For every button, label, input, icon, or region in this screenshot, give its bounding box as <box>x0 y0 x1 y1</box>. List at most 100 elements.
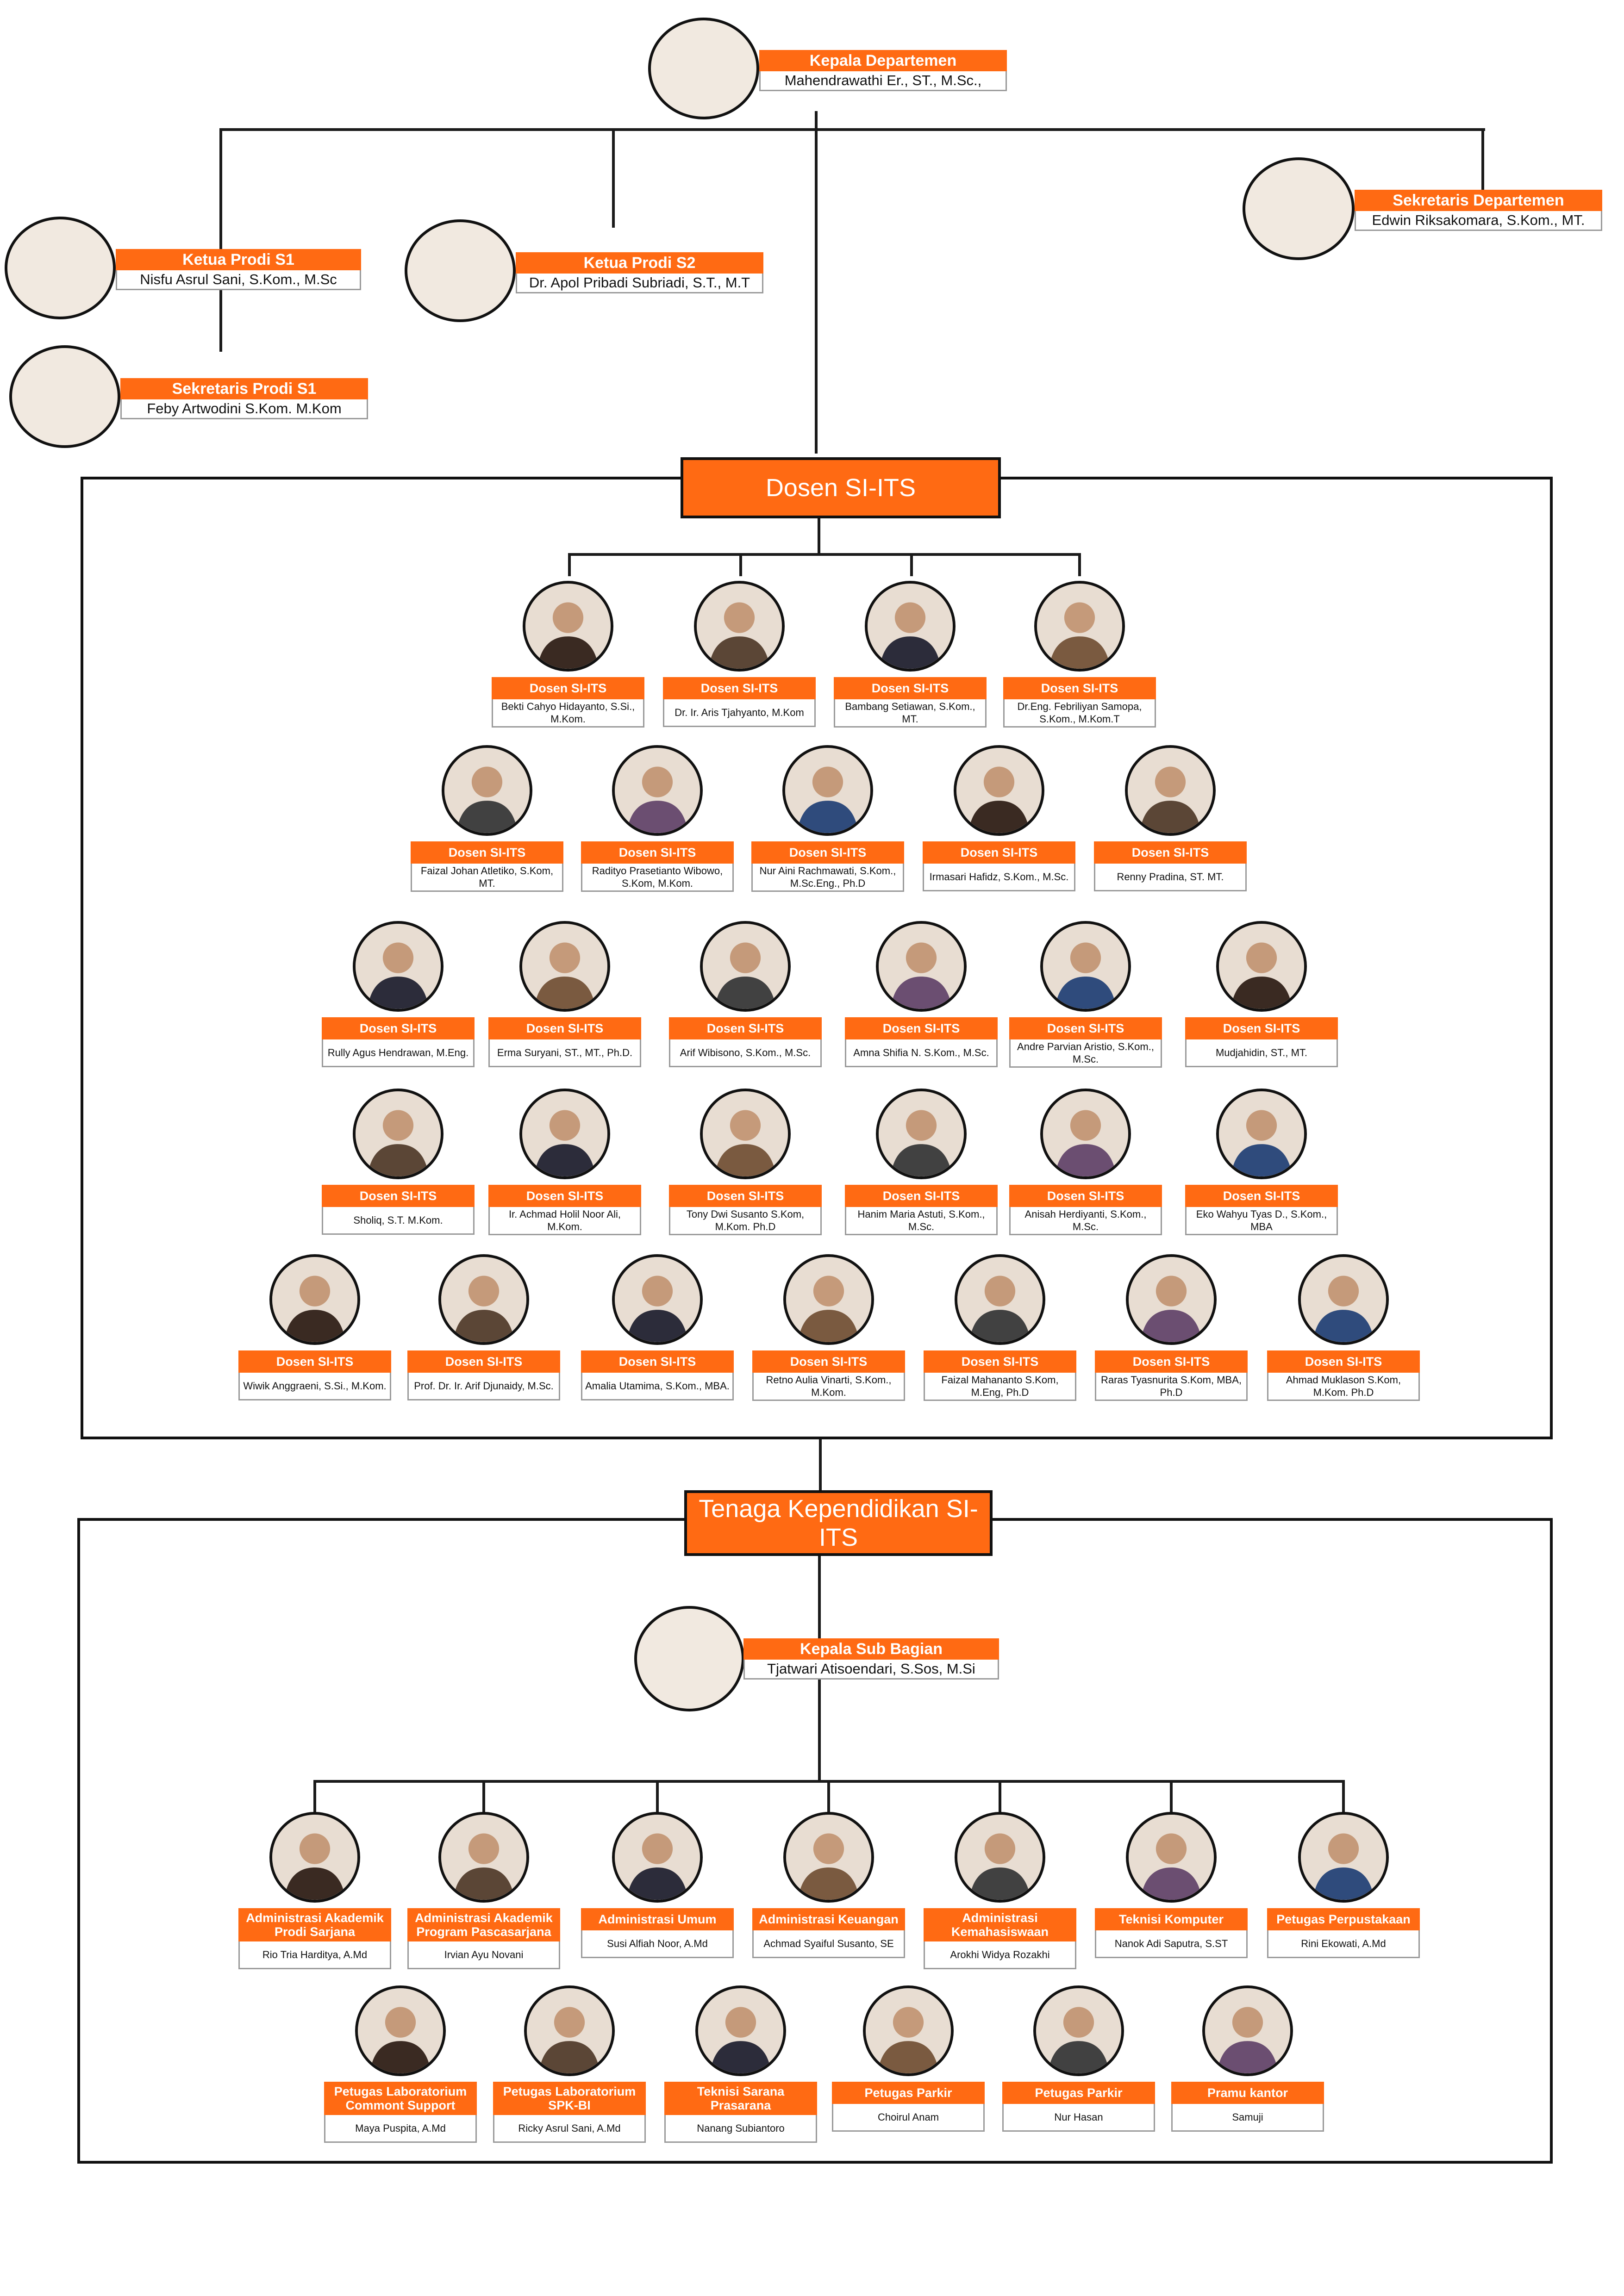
sub-head-name: Tjatwari Atisoendari, S.Sos, M.Si <box>743 1660 999 1680</box>
lecturer-section-title: Dosen SI-ITS <box>681 457 1001 518</box>
lecturer-photo <box>954 745 1044 836</box>
person-icon <box>1129 1815 1214 1900</box>
person-icon <box>1128 748 1213 833</box>
staff-role: Petugas Parkir <box>832 2082 985 2104</box>
connector-line <box>819 1439 822 1491</box>
lecturer-role: Dosen SI-ITS <box>1185 1017 1338 1039</box>
lecturer-photo <box>694 581 785 672</box>
connector-line <box>568 553 1081 556</box>
lecturer-photo <box>955 1254 1045 1345</box>
s1-head-label: Ketua Prodi S1 Nisfu Asrul Sani, S.Kom.,… <box>116 249 361 290</box>
lecturer-photo <box>269 1254 360 1345</box>
connector-line <box>739 553 742 576</box>
person-icon <box>786 1257 871 1342</box>
connector-line <box>999 1780 1001 1812</box>
lecturer-photo <box>353 1089 443 1179</box>
person-icon <box>615 1257 700 1342</box>
s1-secretary-photo <box>9 345 120 448</box>
lecturer-name: Amna Shifia N. S.Kom., M.Sc. <box>845 1039 998 1067</box>
staff-role: Petugas Laboratorium SPK-BI <box>493 2082 646 2115</box>
secretary-name: Edwin Riksakomara, S.Kom., MT. <box>1355 211 1602 231</box>
person-icon <box>698 1988 783 2073</box>
staff-photo <box>1298 1812 1389 1903</box>
lecturer-name: Faizal Johan Atletiko, S.Kom, MT. <box>411 864 563 892</box>
staff-photo <box>1126 1812 1217 1903</box>
connector-line <box>219 128 1485 131</box>
lecturer-role: Dosen SI-ITS <box>1003 677 1156 699</box>
lecturer-photo <box>1040 1089 1131 1179</box>
person-icon <box>615 748 700 833</box>
staff-role: Administrasi Umum <box>581 1908 734 1930</box>
staff-role: Petugas Laboratorium Commont Support <box>324 2082 477 2115</box>
lecturer-name: Raras Tyasnurita S.Kom, MBA, Ph.D <box>1095 1373 1248 1401</box>
staff-role: Teknisi Sarana Prasarana <box>664 2082 817 2115</box>
lecturer-name: Hanim Maria Astuti, S.Kom., M.Sc. <box>845 1207 998 1235</box>
connector-line <box>910 553 913 576</box>
connector-line <box>1481 128 1484 193</box>
staff-role: Petugas Perpustakaan <box>1267 1908 1420 1930</box>
person-icon <box>957 1257 1043 1342</box>
sub-head-role: Kepala Sub Bagian <box>743 1638 999 1660</box>
person-icon <box>697 584 782 669</box>
secretary-role: Sekretaris Departemen <box>1355 190 1602 211</box>
lecturer-photo <box>783 1254 874 1345</box>
person-icon <box>527 1988 612 2073</box>
lecturer-role: Dosen SI-ITS <box>845 1185 998 1207</box>
lecturer-role: Dosen SI-ITS <box>924 1350 1076 1373</box>
lecturer-role: Dosen SI-ITS <box>238 1350 391 1373</box>
secretary-photo <box>1243 157 1355 260</box>
lecturer-photo <box>1040 921 1131 1012</box>
lecturer-photo <box>876 1089 967 1179</box>
lecturer-photo <box>353 921 443 1012</box>
staff-role: Administrasi Akademik Program Pascasarja… <box>407 1908 560 1941</box>
person-icon <box>1043 1091 1128 1176</box>
person-icon <box>441 1257 526 1342</box>
lecturer-role: Dosen SI-ITS <box>322 1017 475 1039</box>
staff-photo <box>269 1812 360 1903</box>
s1-secretary-label: Sekretaris Prodi S1 Feby Artwodini S.Kom… <box>120 378 368 419</box>
lecturer-role: Dosen SI-ITS <box>1095 1350 1248 1373</box>
staff-name: Rini Ekowati, A.Md <box>1267 1930 1420 1958</box>
person-icon <box>1043 924 1128 1009</box>
staff-photo <box>783 1812 874 1903</box>
lecturer-role: Dosen SI-ITS <box>669 1017 822 1039</box>
head-photo <box>648 18 759 119</box>
lecturer-name: Retno Aulia Vinarti, S.Kom., M.Kom. <box>752 1373 905 1401</box>
person-icon <box>441 1815 526 1900</box>
lecturer-role: Dosen SI-ITS <box>1094 841 1247 864</box>
lecturer-photo <box>1126 1254 1217 1345</box>
lecturer-role: Dosen SI-ITS <box>581 1350 734 1373</box>
staff-name: Nur Hasan <box>1002 2104 1155 2132</box>
person-icon <box>522 1091 607 1176</box>
lecturer-photo <box>519 1089 610 1179</box>
lecturer-photo <box>1216 921 1307 1012</box>
sub-head-photo <box>634 1606 744 1711</box>
person-icon <box>272 1257 357 1342</box>
s2-head-role: Ketua Prodi S2 <box>516 252 763 274</box>
lecturer-role: Dosen SI-ITS <box>663 677 816 699</box>
person-icon <box>879 1091 964 1176</box>
secretary-label: Sekretaris Departemen Edwin Riksakomara,… <box>1355 190 1602 231</box>
sub-head-label: Kepala Sub Bagian Tjatwari Atisoendari, … <box>743 1638 999 1680</box>
